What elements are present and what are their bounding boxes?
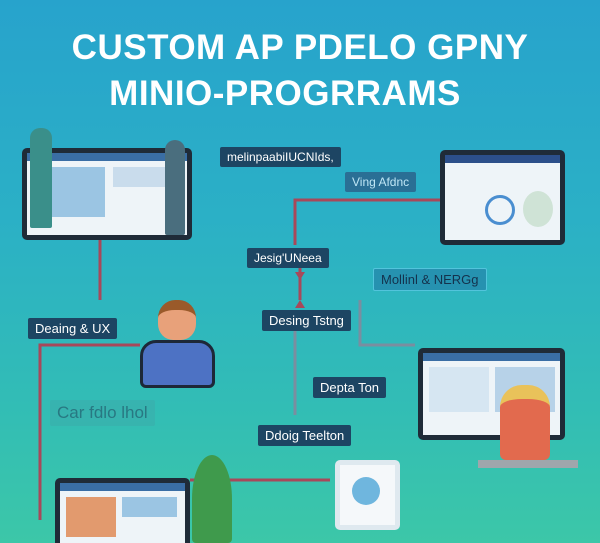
desk [478,460,578,468]
label-ddoig: Ddoig Teelton [258,425,352,446]
connector-right [358,300,415,347]
woman-figure [500,385,550,460]
label-mollinl: Mollinl & NERGg [373,268,487,291]
laptop-bottom-left [55,478,190,543]
developer-avatar [140,300,215,390]
plant-icon [192,455,232,543]
label-design-ux: Deaing & UX [28,318,118,339]
laptop-top-right [440,150,565,245]
laptop-top-left [22,148,192,240]
person-standing-figure [165,140,185,235]
arrow-icon [295,272,305,308]
connector-top-right [293,198,440,245]
device-bottom-center [335,460,400,530]
title-line2: MINIO-PROGRRAMS [109,74,461,113]
connector-left-loop [38,343,140,520]
label-ving: Ving Afdnc [345,172,417,192]
label-depta: Depta Ton [313,377,387,398]
label-top: melinpaabiIUCNIds, [220,147,341,167]
title-line1: CUSTOM AP PDELO GPNY [71,28,529,67]
label-testing: Desing Tstng [262,310,351,331]
label-design-need: Jesig'UNeea [247,248,329,268]
label-faded: Car fdlo lhol [50,400,155,426]
person-left-figure [30,128,52,228]
